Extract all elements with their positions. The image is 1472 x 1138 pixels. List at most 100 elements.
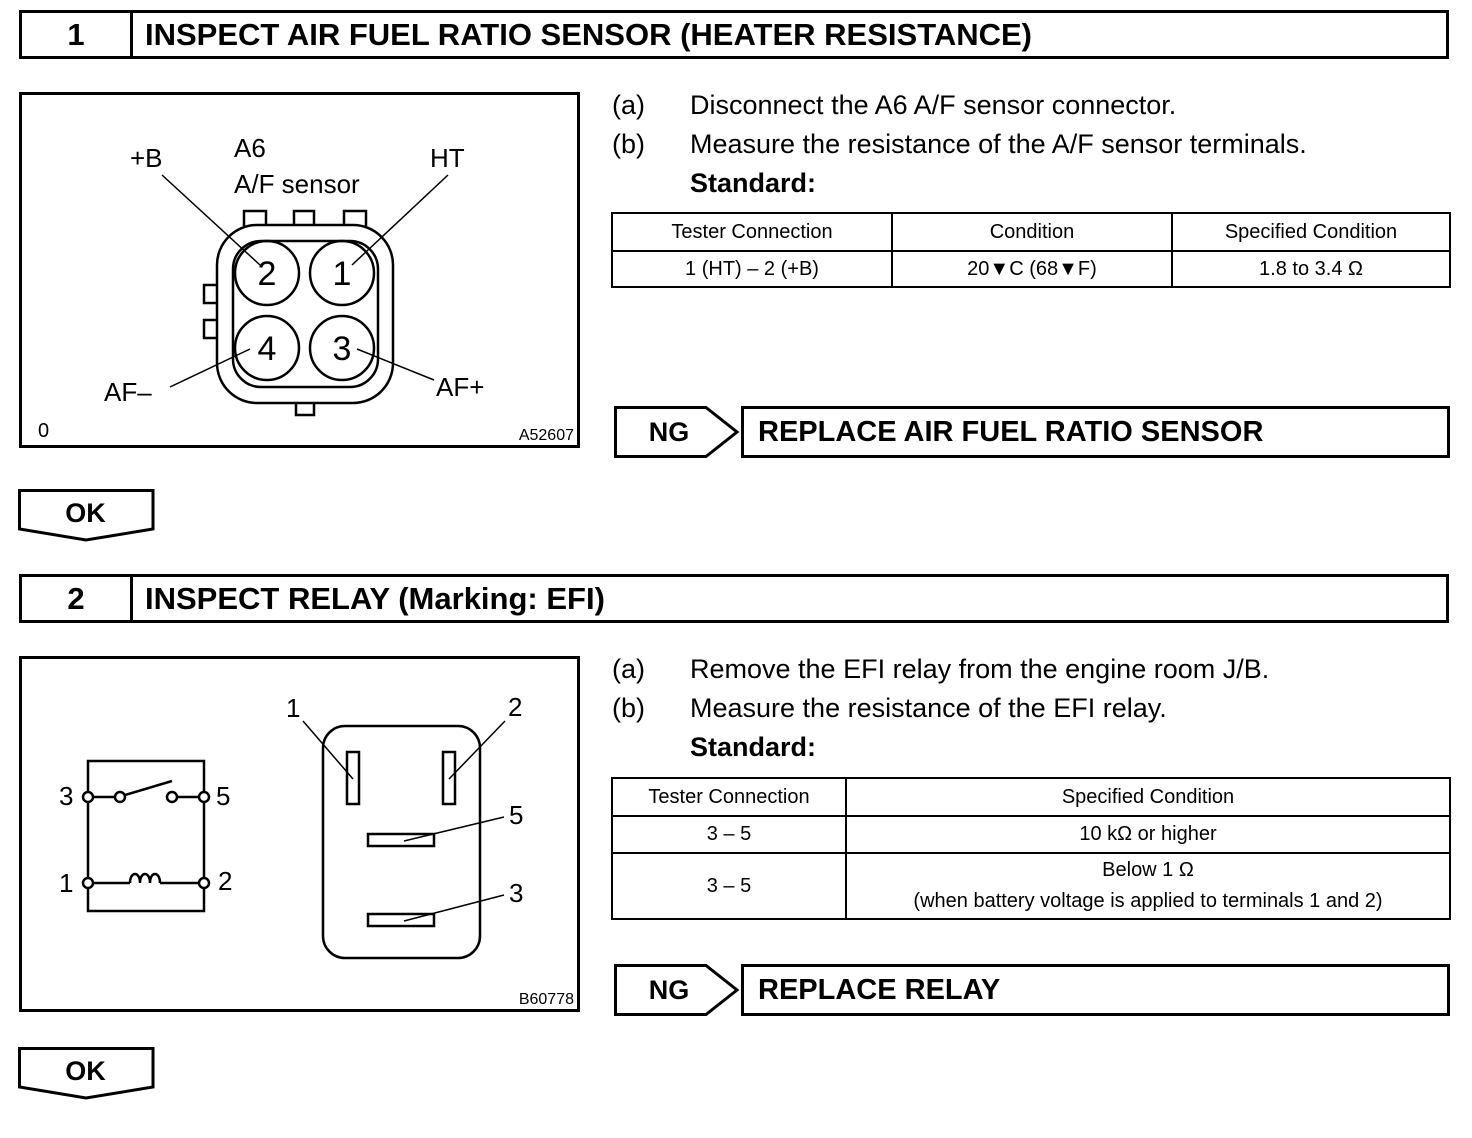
ng-label: NG (648, 974, 690, 1005)
switch-contact (113, 790, 127, 804)
terminal-label-2: 2 (508, 692, 522, 722)
step-number: 2 (22, 577, 133, 620)
table-header-cell: Specified Condition (845, 777, 1451, 817)
table-row: 3 – 5 10 kΩ or higher (611, 815, 1451, 854)
connector-latch (342, 209, 368, 226)
step-1-instructions: (a) Disconnect the A6 A/F sensor connect… (612, 86, 1307, 203)
ng-arrow-shape (614, 406, 740, 458)
table-cell: Below 1 Ω (when battery voltage is appli… (845, 852, 1451, 920)
table-cell: 3 – 5 (611, 815, 847, 854)
ng-action-box: REPLACE RELAY (741, 964, 1450, 1016)
schematic-label-5: 5 (216, 781, 230, 811)
ng-action-box: REPLACE AIR FUEL RATIO SENSOR (741, 406, 1450, 458)
instruction-label: (a) (612, 654, 645, 684)
ok-label: OK (65, 497, 106, 528)
connector-tab (202, 283, 218, 305)
step-title: INSPECT RELAY (Marking: EFI) (145, 580, 605, 616)
leader-term-3 (403, 894, 505, 922)
terminal-2-blade (441, 750, 457, 806)
table-header-cell: Tester Connection (611, 777, 847, 817)
ng-flow-box: NG (614, 406, 740, 458)
terminal-3-blade (366, 912, 436, 928)
ng-label: NG (648, 416, 690, 447)
figure-id: A52607 (519, 427, 574, 444)
leader-term-2 (448, 720, 506, 780)
instruction-text: Remove the EFI relay from the engine roo… (690, 654, 1270, 684)
terminal-2-dot (197, 876, 211, 890)
instruction-text: Measure the resistance of the EFI relay. (690, 693, 1167, 723)
terminal-label-1: 1 (286, 693, 300, 723)
table-header-row: Tester Connection Condition Specified Co… (611, 212, 1451, 252)
label-af-plus: AF+ (436, 372, 484, 402)
leader-af-minus (169, 348, 251, 388)
leader-term-1 (302, 720, 354, 780)
instruction-text: Measure the resistance of the A/F sensor… (690, 129, 1307, 159)
step-2-header: 2 INSPECT RELAY (Marking: EFI) (19, 574, 1449, 623)
connector-desc: A/F sensor (234, 169, 360, 199)
table-row: 1 (HT) – 2 (+B) 20▼C (68▼F) 1.8 to 3.4 Ω (611, 250, 1451, 288)
figure-id: B60778 (519, 991, 574, 1008)
pin-3-label: 3 (333, 330, 352, 368)
terminal-1-dot (81, 876, 95, 890)
step-2-spec-table: Tester Connection Specified Condition 3 … (611, 777, 1451, 920)
table-header-cell: Specified Condition (1171, 212, 1451, 252)
table-cell: 10 kΩ or higher (845, 815, 1451, 854)
schematic-label-1: 1 (59, 868, 73, 898)
efi-relay-diagram: 3 5 1 2 1 2 5 3 B60778 (59, 692, 574, 1008)
table-row: 3 – 5 Below 1 Ω (when battery voltage is… (611, 852, 1451, 920)
condition-part: 20▼ (967, 257, 1010, 280)
table-cell: 1 (HT) – 2 (+B) (611, 250, 893, 288)
pin-4-label: 4 (258, 330, 277, 368)
terminal-label-3: 3 (509, 878, 523, 908)
ok-flow-box: OK (18, 489, 156, 543)
connector-latch (242, 209, 268, 226)
ok-arrow-shape (18, 489, 155, 542)
ng-arrow-shape (614, 964, 740, 1016)
cell-line: (when battery voltage is applied to term… (913, 890, 1383, 912)
leader-plus-b (161, 174, 261, 266)
step-2-instructions: (a) Remove the EFI relay from the engine… (612, 650, 1269, 767)
connector-outer-shell (215, 223, 395, 405)
cell-line: Below 1 Ω (1102, 859, 1194, 881)
table-header-row: Tester Connection Specified Condition (611, 777, 1451, 817)
ok-flow-box: OK (18, 1047, 156, 1101)
switch-arm (124, 779, 173, 797)
step-1-spec-table: Tester Connection Condition Specified Co… (611, 212, 1451, 288)
pin-1-label: 1 (333, 255, 352, 293)
table-header-cell: Tester Connection (611, 212, 893, 252)
step-number: 1 (22, 13, 133, 56)
terminal-5-blade (366, 832, 436, 848)
connector-latch (292, 209, 316, 226)
pin-4-circle (233, 314, 301, 382)
connector-name: A6 (234, 133, 266, 163)
efi-relay-figure: 3 5 1 2 1 2 5 3 B60778 (19, 656, 580, 1012)
standard-label: Standard: (690, 732, 817, 762)
table-cell: 3 – 5 (611, 852, 847, 920)
af-sensor-connector-figure: A6 A/F sensor +B HT AF– AF+ 2 1 4 3 0 A5… (19, 92, 580, 448)
instruction-label: (a) (612, 90, 645, 120)
table-cell: 20▼C (68▼F) (891, 250, 1173, 288)
terminal-3-dot (81, 790, 95, 804)
label-af-minus: AF– (104, 377, 152, 407)
leader-term-5 (403, 816, 505, 842)
pin-2-label: 2 (258, 255, 277, 293)
terminal-label-5: 5 (509, 800, 523, 830)
terminal-5-dot (197, 790, 211, 804)
instruction-row: (a) Remove the EFI relay from the engine… (612, 650, 1269, 689)
pin-2-circle (233, 239, 301, 307)
label-plus-b: +B (130, 143, 163, 173)
ng-flow-box: NG (614, 964, 740, 1016)
step-title: INSPECT AIR FUEL RATIO SENSOR (HEATER RE… (145, 16, 1032, 52)
schematic-label-3: 3 (59, 781, 73, 811)
instruction-label: (b) (612, 129, 645, 159)
coil-symbol (128, 872, 162, 884)
step-1-header: 1 INSPECT AIR FUEL RATIO SENSOR (HEATER … (19, 10, 1449, 59)
relay-schematic-box (86, 759, 206, 913)
ok-label: OK (65, 1055, 106, 1086)
condition-part: F) (1077, 257, 1097, 280)
instruction-label: (b) (612, 693, 645, 723)
terminal-1-blade (345, 750, 361, 806)
condition-part: C (68▼ (1009, 257, 1078, 280)
ok-arrow-shape (18, 1047, 155, 1100)
leader-ht (351, 174, 449, 266)
